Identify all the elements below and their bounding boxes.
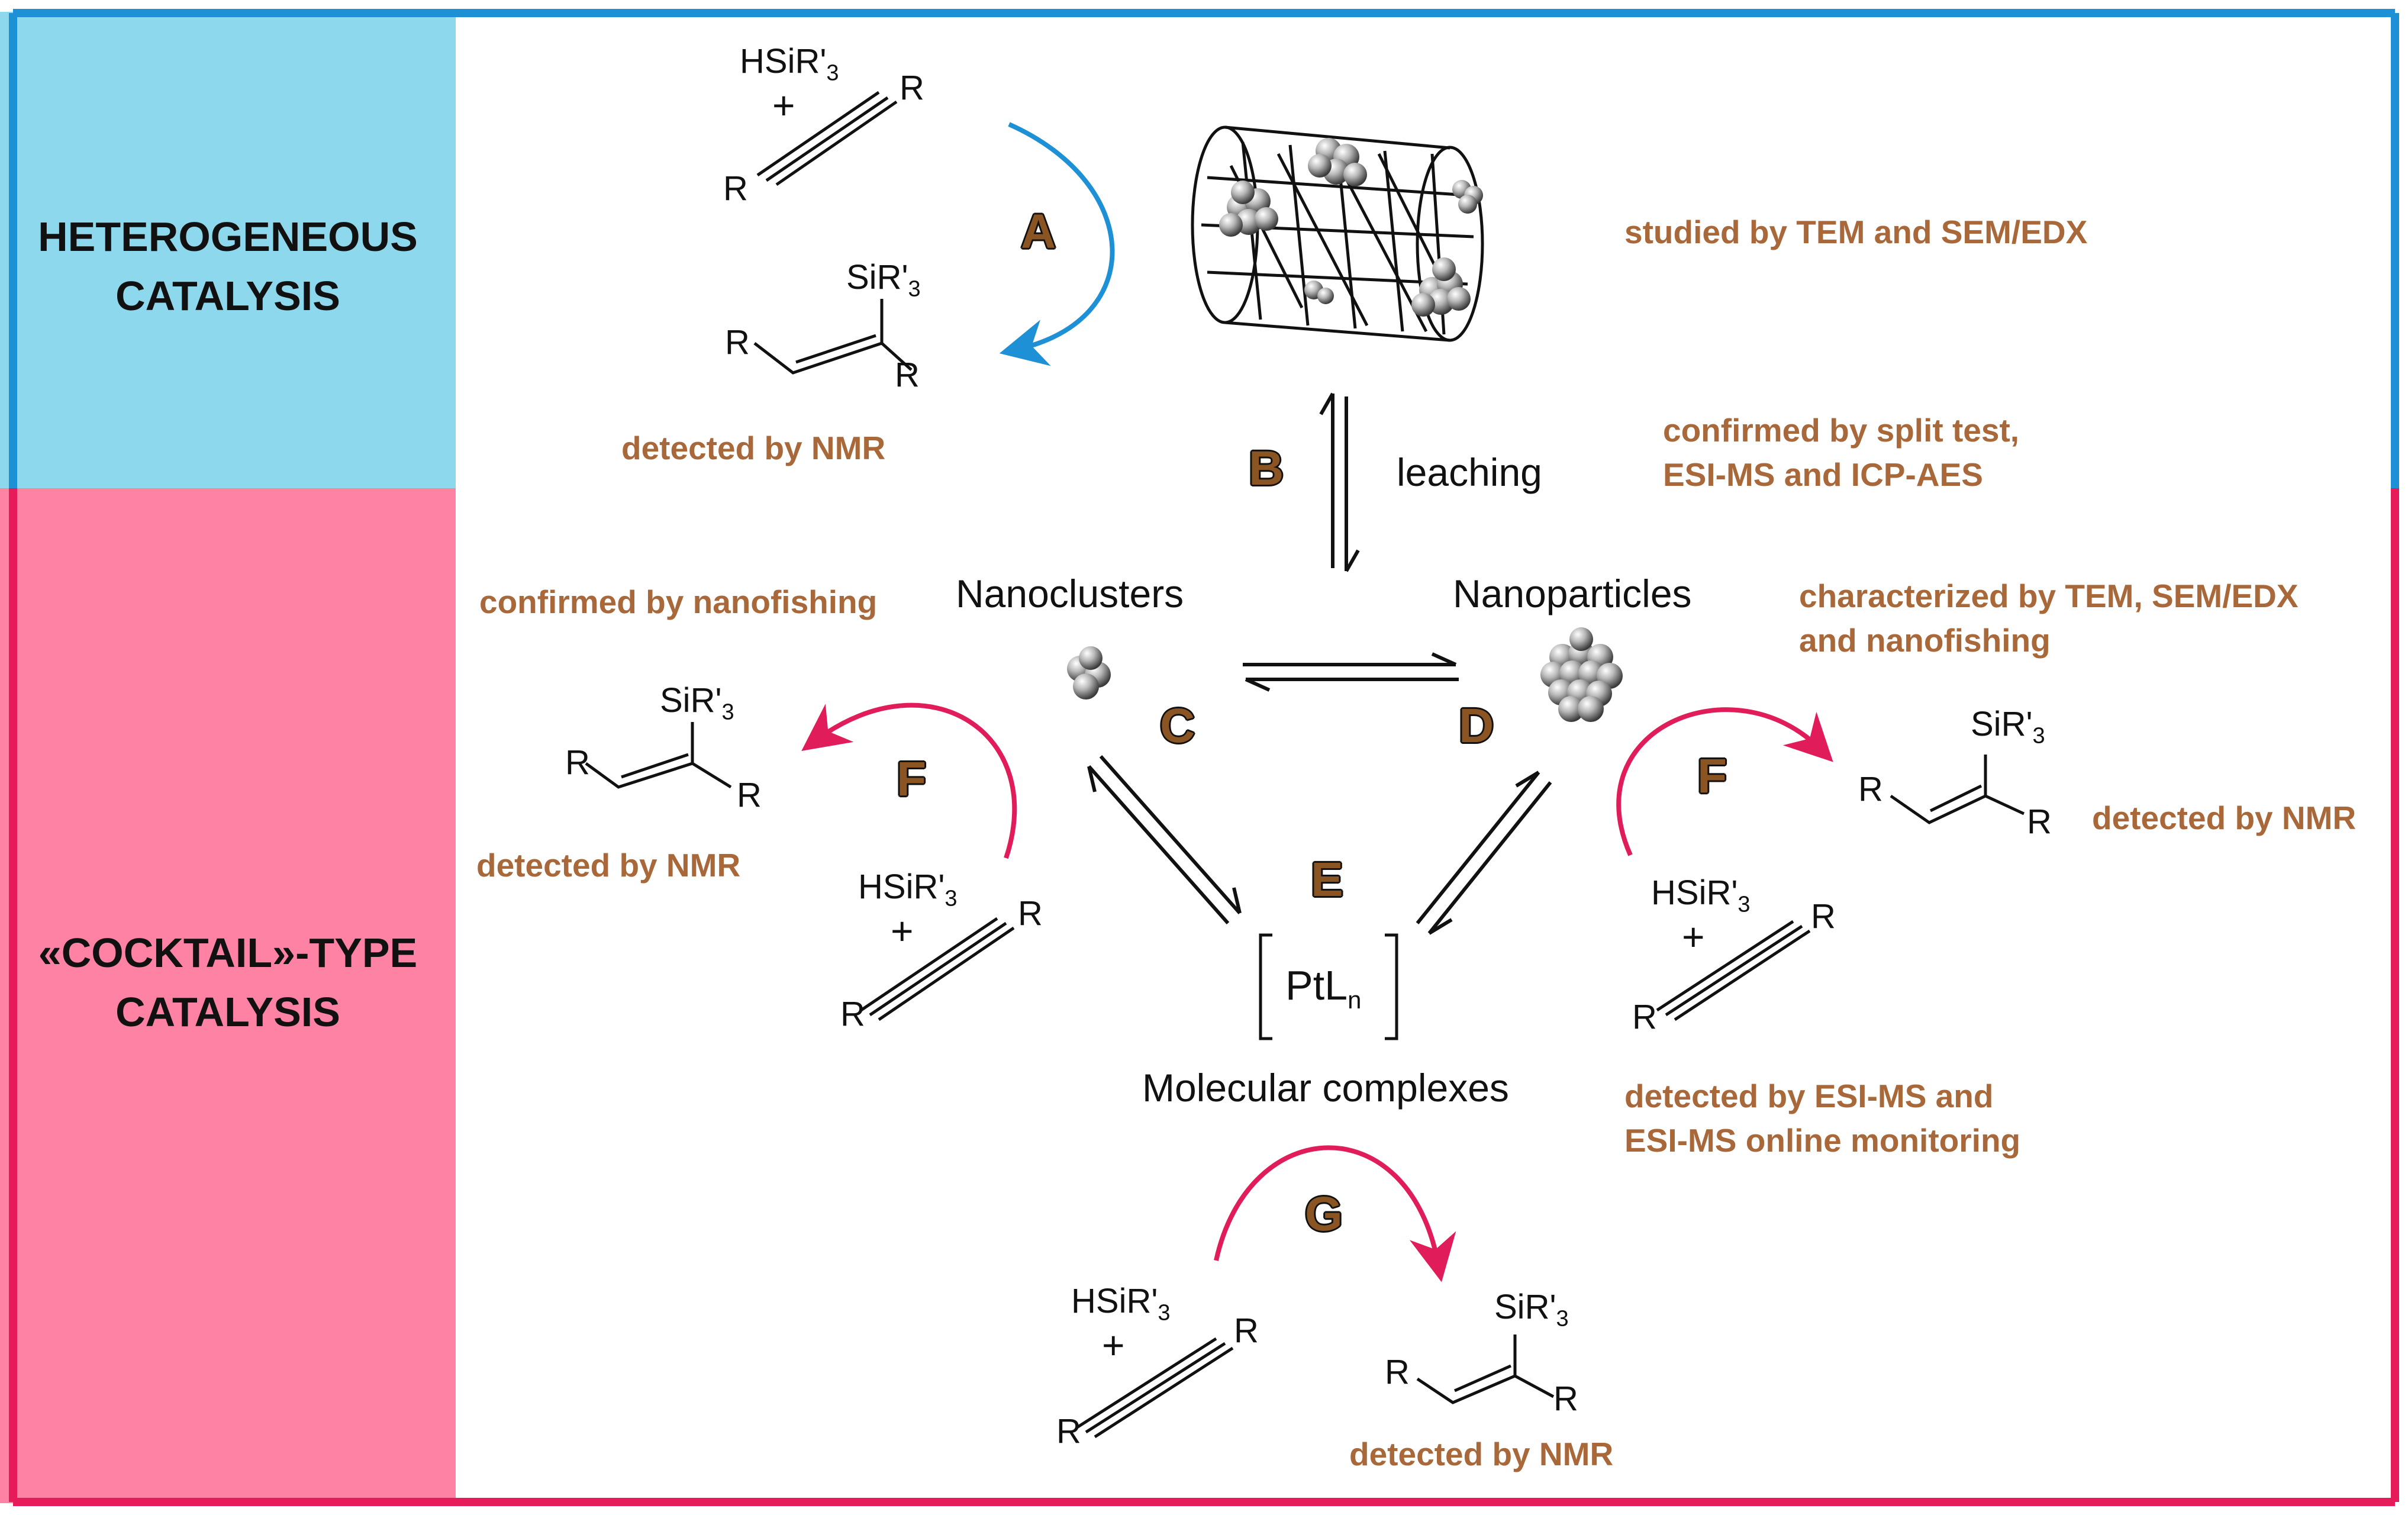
silyl-label-right: SiR'3 xyxy=(1971,705,2045,749)
alkyne-bond-bottom xyxy=(1076,1337,1234,1439)
r-group: R xyxy=(2027,802,2052,841)
silane-label-top: HSiR'3 xyxy=(740,42,839,86)
step-letter-e: E xyxy=(1311,853,1343,907)
cycle-arrow-g xyxy=(1214,1145,1456,1282)
note-detected-nmr-bottom: detected by NMR xyxy=(1349,1436,1614,1472)
heterogeneous-label: HETEROGENEOUS CATALYSIS xyxy=(38,214,418,319)
r-group: R xyxy=(840,995,865,1033)
r-group: R xyxy=(1553,1379,1578,1418)
step-letter-f-right: F xyxy=(1697,749,1727,803)
step-letter-b: B xyxy=(1249,441,1284,495)
note-detected-nmr-right: detected by NMR xyxy=(2092,800,2357,836)
r-group: R xyxy=(1858,770,1883,808)
note-confirmed-nanofishing: confirmed by nanofishing xyxy=(479,584,878,620)
r-group: R xyxy=(1234,1311,1259,1350)
cocktail-panel xyxy=(0,488,456,1503)
step-letter-g: G xyxy=(1305,1187,1343,1241)
nanoclusters-label: Nanoclusters xyxy=(956,572,1184,615)
vinylsilane-bond-left xyxy=(585,722,732,789)
outer-frame xyxy=(9,9,2399,1506)
silane-label-right: HSiR'3 xyxy=(1651,873,1751,917)
complex-formula: PtLn xyxy=(1285,962,1362,1014)
note-confirmed-split: confirmed by split test, ESI-MS and ICP-… xyxy=(1663,412,2020,493)
r-group: R xyxy=(1056,1412,1081,1450)
vinylsilane-bond-top xyxy=(753,299,913,375)
note-studied-tem: studied by TEM and SEM/EDX xyxy=(1624,214,2088,250)
silane-label-left: HSiR'3 xyxy=(858,868,958,911)
silyl-label-bottom: SiR'3 xyxy=(1494,1288,1569,1332)
heterogeneous-panel xyxy=(0,12,456,488)
nanotube-particles xyxy=(1219,138,1483,317)
plus-sign-left: + xyxy=(891,909,914,953)
silyl-label-left: SiR'3 xyxy=(660,681,734,725)
nanoparticles-label: Nanoparticles xyxy=(1453,572,1692,615)
step-letter-a: A xyxy=(1021,205,1056,259)
r-group: R xyxy=(565,743,590,782)
leaching-label: leaching xyxy=(1397,450,1542,494)
vinylsilane-bond-bottom xyxy=(1416,1335,1555,1404)
complex-brackets xyxy=(1259,933,1398,1040)
equilibrium-arrow-d-e xyxy=(1416,771,1552,935)
r-group: R xyxy=(723,169,748,208)
nanocluster-icon xyxy=(1067,646,1111,700)
cycle-arrow-f-left xyxy=(801,702,1017,859)
cycle-arrow-f-right xyxy=(1616,707,1833,856)
equilibrium-arrow-c-e xyxy=(1087,755,1242,924)
r-group: R xyxy=(895,356,920,394)
alkyne-bond-left xyxy=(860,917,1015,1021)
note-characterized: characterized by TEM, SEM/EDX and nanofi… xyxy=(1799,578,2299,659)
r-group: R xyxy=(900,69,924,107)
equilibrium-arrow-b xyxy=(1319,392,1360,572)
r-group: R xyxy=(1632,998,1657,1036)
note-detected-esi: detected by ESI-MS and ESI-MS online mon… xyxy=(1624,1078,2021,1159)
plus-sign-right: + xyxy=(1682,915,1705,959)
r-group: R xyxy=(725,323,750,362)
step-letter-d: D xyxy=(1459,699,1494,753)
equilibrium-arrow-c-d xyxy=(1243,652,1459,692)
alkyne-bond-right xyxy=(1656,920,1811,1021)
r-group: R xyxy=(1018,894,1043,933)
note-detected-nmr-left: detected by NMR xyxy=(476,847,741,884)
cycle-arrow-a xyxy=(999,122,1115,366)
silane-label-bottom: HSiR'3 xyxy=(1071,1282,1171,1326)
note-detected-nmr-top: detected by NMR xyxy=(621,430,886,466)
plus-sign-bottom: + xyxy=(1102,1323,1125,1367)
molecular-complexes-label: Molecular complexes xyxy=(1142,1066,1509,1110)
r-group: R xyxy=(737,776,762,814)
alkyne-bond-top xyxy=(756,91,898,186)
r-group: R xyxy=(1811,897,1836,936)
r-group: R xyxy=(1385,1353,1410,1391)
step-letter-c: C xyxy=(1160,699,1195,753)
step-letter-f-left: F xyxy=(897,752,927,806)
nanoparticle-icon xyxy=(1540,627,1623,722)
plus-sign-top: + xyxy=(772,83,795,127)
vinylsilane-bond-right xyxy=(1890,755,2025,824)
silyl-label-top: SiR'3 xyxy=(846,258,921,302)
cocktail-label: «COCKTAIL»-TYPE CATALYSIS xyxy=(38,930,418,1035)
